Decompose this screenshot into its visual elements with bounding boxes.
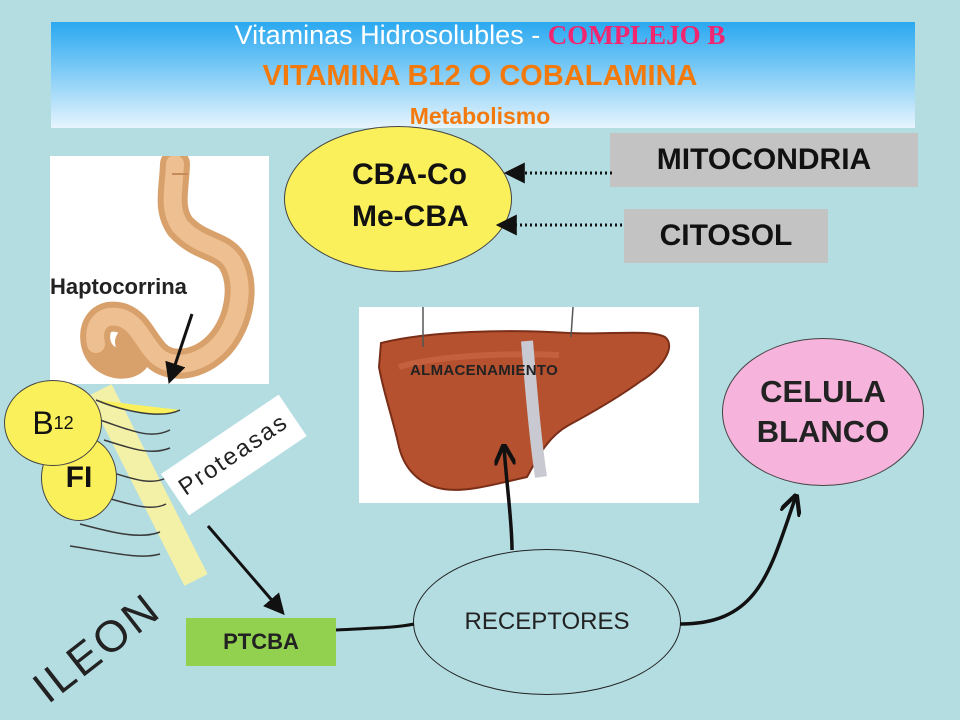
villi-stripes: [69, 384, 208, 586]
to-ptcba-arrow: [206, 525, 285, 616]
receptores-ellipse: RECEPTORES: [413, 549, 681, 695]
target-cell-ellipse: CELULA BLANCO: [722, 338, 924, 486]
coenzymes-ellipse: [284, 126, 512, 272]
receptores-target-arrow: [679, 496, 796, 626]
almacenamiento-label: ALMACENAMIENTO: [410, 362, 559, 379]
mitocondria-box: MITOCONDRIA: [610, 133, 918, 187]
me-cba-label: Me-CBA: [352, 200, 469, 233]
receptores-liver-arrow: [504, 446, 512, 551]
target-cell-line-1: CELULA: [760, 374, 886, 409]
liver-image: [359, 306, 699, 503]
citosol-box: CITOSOL: [624, 209, 828, 263]
target-cell-line-2: BLANCO: [756, 414, 890, 449]
b12-sub: 12: [53, 412, 74, 433]
haptocorrina-label: Haptocorrina: [50, 274, 187, 299]
stomach-image: [50, 149, 269, 384]
haptocorrina-arrow: [165, 313, 194, 384]
title-line-1: Vitaminas Hidrosolubles - COMPLEJO B: [0, 20, 960, 51]
liver-illustration: [377, 306, 671, 491]
title-line-2: VITAMINA B12 O COBALAMINA: [262, 60, 698, 92]
b12-base: B: [32, 404, 54, 441]
ptcba-receptores-line: [335, 622, 415, 632]
title-banner: [51, 22, 915, 128]
cba-co-label: CBA-Co: [352, 158, 467, 191]
receptores-label: RECEPTORES: [464, 608, 630, 635]
title-highlight: COMPLEJO B: [547, 20, 726, 50]
ptcba-box: PTCBA: [186, 618, 336, 666]
title-prefix: Vitaminas Hidrosolubles -: [234, 20, 548, 50]
title-line-3: Metabolismo: [409, 103, 551, 129]
